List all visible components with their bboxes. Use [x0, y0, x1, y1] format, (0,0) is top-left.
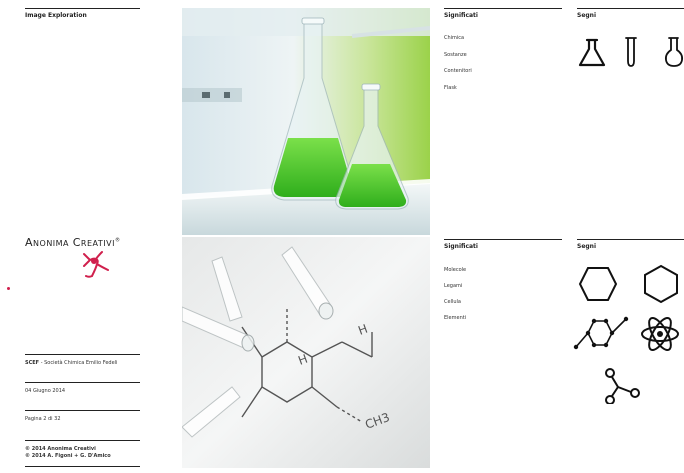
- significati-top-item: Flask: [444, 85, 457, 91]
- client-name: SCEF: [25, 360, 40, 366]
- significati-bottom-rule: [444, 239, 562, 240]
- svg-text:H: H: [356, 322, 369, 338]
- molecule-branch-icon: [602, 368, 642, 404]
- segni-bottom-title: Segni: [577, 243, 597, 250]
- atom-icon: [640, 314, 680, 354]
- footer-rule-3: [25, 410, 140, 411]
- significati-top-item: Sostanze: [444, 52, 467, 58]
- significati-bottom-title: Significati: [444, 243, 478, 250]
- accent-dot: [7, 287, 10, 290]
- molecule-chain-icon: [572, 315, 630, 353]
- significati-top-item: Contenitori: [444, 68, 472, 74]
- client-full-name: - Società Chimica Emilio Fedeli: [39, 360, 118, 366]
- erlenmeyer-flask-icon: [578, 38, 606, 68]
- hexagon-flat-icon: [578, 266, 618, 302]
- chemical-drawing-photo: CH3 H H: [182, 237, 430, 468]
- client-line: SCEF - Società Chimica Emilio Fedeli: [25, 360, 117, 366]
- document-date: 04 Giugno 2014: [25, 388, 66, 394]
- brand-name-a: A: [25, 236, 34, 249]
- test-tube-icon: [624, 36, 638, 68]
- copyright-line-2: © 2014 A. Figoni + G. D'Amico: [25, 453, 111, 459]
- page-number: Pagina 2 di 32: [25, 416, 61, 422]
- footer-rule-2: [25, 382, 140, 383]
- brand-name-c: C: [72, 236, 81, 249]
- brand-registered: ®: [114, 237, 121, 244]
- segni-top-title: Segni: [577, 12, 597, 19]
- significati-bottom-item: Elementi: [444, 315, 467, 321]
- significati-top-item: Chimica: [444, 35, 465, 41]
- green-flasks-photo: [182, 8, 430, 235]
- copyright-line-1: © 2014 Anonima Creativi: [25, 446, 96, 452]
- top-rule: [25, 8, 140, 9]
- significati-top-rule: [444, 8, 562, 9]
- footer-rule-5: [25, 466, 140, 467]
- svg-text:H: H: [296, 352, 309, 368]
- hexagon-pointy-icon: [642, 264, 680, 304]
- footer-rule-1: [25, 354, 140, 355]
- significati-bottom-item: Molecole: [444, 267, 467, 273]
- significati-bottom-item: Cellula: [444, 299, 461, 305]
- brand-mascot-icon: [78, 250, 112, 280]
- segni-top-rule: [577, 8, 684, 9]
- section-title: Image Exploration: [25, 12, 87, 19]
- round-flask-icon: [663, 36, 684, 68]
- significati-top-title: Significati: [444, 12, 478, 19]
- significati-bottom-item: Legami: [444, 283, 463, 289]
- brand-logo: ANONIMA CREATIVI®: [25, 236, 120, 249]
- footer-rule-4: [25, 440, 140, 441]
- brand-name-nonima: NONIMA: [33, 239, 70, 248]
- segni-bottom-rule: [577, 239, 684, 240]
- brand-name-reativi: REATIVI: [80, 239, 115, 248]
